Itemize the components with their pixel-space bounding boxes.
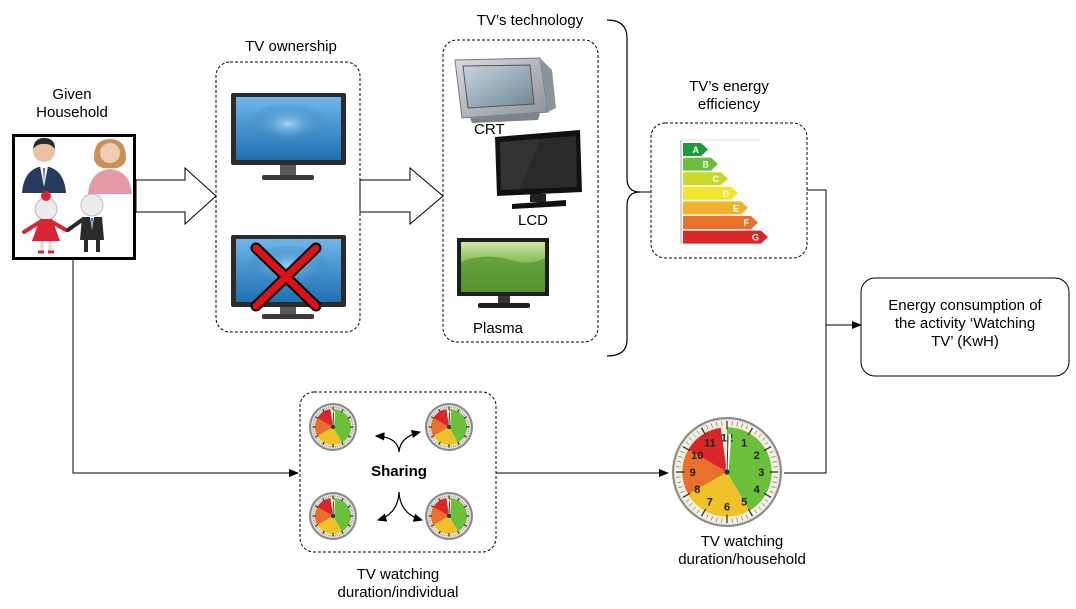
technology-brace <box>607 20 640 356</box>
efficiency-bar-c <box>683 172 728 185</box>
clock-number: 2 <box>754 450 760 462</box>
plasma-tv-icon <box>457 238 549 308</box>
technology-title: TV’s technology <box>455 12 605 30</box>
clock-number: 8 <box>694 484 700 496</box>
result-line1: Energy consumption of <box>863 297 1067 315</box>
efficiency-title-line1: TV’s energy <box>661 78 797 96</box>
efficiency-class-f: F <box>744 218 750 228</box>
clock-icon-bottom-right <box>425 492 473 540</box>
clock-number: 12 <box>721 433 733 445</box>
efficiency-title-line2: efficiency <box>661 96 797 114</box>
efficiency-to-result-connector <box>807 190 826 325</box>
sharing-label: Sharing <box>350 463 448 481</box>
result-line3: TV’ (KwH) <box>863 333 1067 351</box>
individual-duration-line1: TV watching <box>318 566 478 584</box>
sharing-arrow-top-right <box>399 432 420 452</box>
efficiency-class-a: A <box>693 145 700 155</box>
clock-icon-top-left <box>309 403 357 451</box>
tv-owned-icon <box>231 93 346 180</box>
household-to-ownership-arrow <box>136 168 216 224</box>
household-title: Given Household <box>22 86 122 122</box>
clock-number: 3 <box>758 467 764 479</box>
efficiency-bar-d <box>683 187 738 200</box>
efficiency-class-c: C <box>713 174 720 184</box>
crt-tv-icon <box>455 58 556 123</box>
sharing-arrow-bottom-right <box>399 492 422 520</box>
lcd-label: LCD <box>518 212 548 230</box>
clock-number: 9 <box>690 467 696 479</box>
household-duration-line1: TV watching <box>657 533 827 551</box>
household-box <box>12 134 136 260</box>
sharing-arrow-top-left <box>376 436 399 452</box>
result-line2: the activity ‘Watching <box>863 315 1067 333</box>
clock-number: 11 <box>704 437 716 449</box>
household-title-line2: Household <box>22 104 122 122</box>
individual-duration-line2: duration/individual <box>318 584 478 602</box>
lcd-tv-icon <box>495 130 582 209</box>
efficiency-class-b: B <box>703 160 710 170</box>
plasma-label: Plasma <box>473 320 523 338</box>
clock-number: 10 <box>691 450 703 462</box>
sharing-arrow-bottom-left <box>378 492 399 520</box>
household-duration-label: TV watching duration/household <box>657 533 827 569</box>
household-title-line1: Given <box>22 86 122 104</box>
clock-number: 7 <box>707 497 713 509</box>
individual-duration-label: TV watching duration/individual <box>318 566 478 602</box>
ownership-title: TV ownership <box>216 38 366 56</box>
household-duration-line2: duration/household <box>657 551 827 569</box>
clock-number: 6 <box>724 501 730 513</box>
household-clock-to-result-connector <box>784 325 826 473</box>
clock-icon-top-right <box>425 403 473 451</box>
result-text: Energy consumption of the activity ‘Watc… <box>863 297 1067 351</box>
clock-number: 4 <box>754 484 761 496</box>
efficiency-class-d: D <box>723 189 730 199</box>
efficiency-class-e: E <box>733 203 739 213</box>
efficiency-bar-b <box>683 158 718 171</box>
clock-number: 5 <box>741 497 747 509</box>
efficiency-title: TV’s energy efficiency <box>661 78 797 114</box>
clock-icon-bottom-left <box>309 492 357 540</box>
ownership-to-technology-arrow <box>360 168 443 224</box>
crt-label: CRT <box>474 121 505 139</box>
efficiency-class-g: G <box>752 233 759 243</box>
clock-number: 1 <box>741 437 747 449</box>
